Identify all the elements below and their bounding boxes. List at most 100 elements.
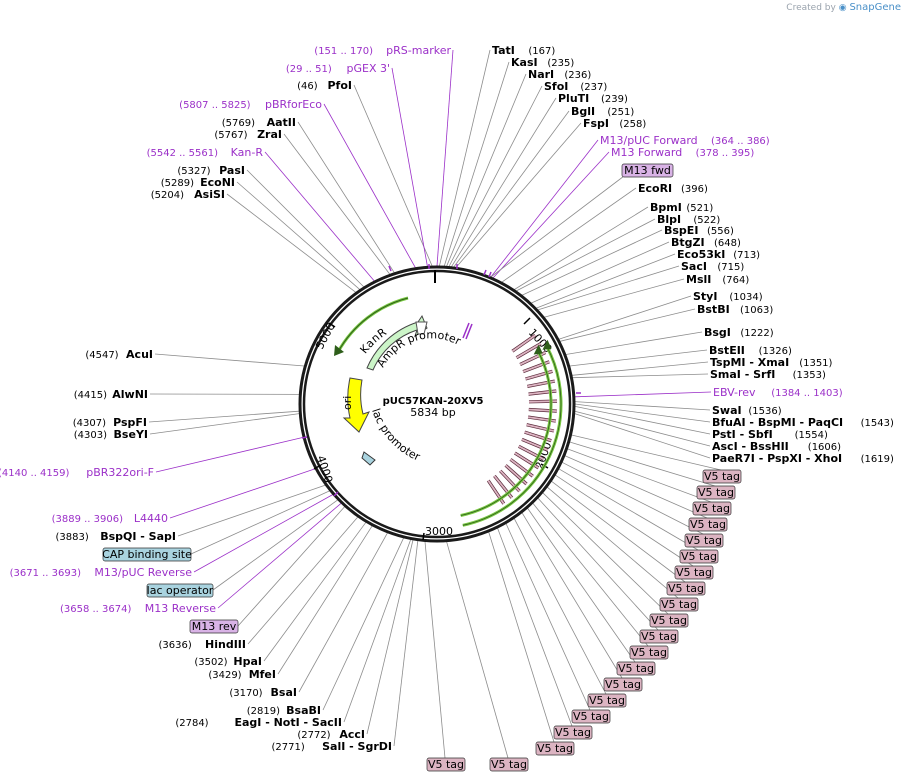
m13-rev-box [189,619,239,634]
kanr-green-arc-edge [337,297,409,353]
enzyme-swai-position: (1536) [748,406,781,417]
leader-enzyme-l-14 [298,532,388,693]
enzyme-eco53ki-position: (713) [733,250,760,261]
enzyme-styi-label: StyI [693,290,717,303]
leader-cap-binding-site-box [190,490,330,555]
leader-enzyme-r-1 [443,61,510,267]
enzyme-bfuai-position: (1543) [861,418,894,429]
enzyme-bsgi-label: BsgI [704,326,731,339]
v5-tag-text-11: V5 tag [631,646,667,659]
enzyme-eco53ki-label: Eco53kI [677,248,725,261]
m13-fwd-box-text: M13 fwd [624,164,671,177]
enzyme-tati-label: TatI [492,44,515,57]
v5-tag-box-6 [674,565,714,580]
leader-v5-tag-15 [505,523,591,711]
enzyme-asisi-label: AsiSI [194,188,225,201]
leader-enzyme-l-2 [283,133,391,275]
leader-enzyme-r-14 [544,278,685,318]
v5-tag-text-6: V5 tag [676,566,712,579]
leader-enzyme-r-5 [453,110,570,268]
leader-v5-tag-3 [564,455,708,519]
v5-tag-box-18 [426,757,466,772]
feature-pbr322ori-f-range: (4140 .. 4159) [0,468,69,479]
leader-v5-tag-5 [558,468,699,551]
enzyme-nari-label: NarI [528,68,554,81]
leader-v5-tag-14 [513,518,607,695]
ampr-promoter-arrow [415,321,428,335]
enzyme-aatii-label: AatII [267,116,296,129]
v5-tag-box-8 [659,597,699,612]
v5-tag-box-11 [629,645,669,660]
v5-tag-box-12 [616,661,656,676]
enzyme-fspi-position: (258) [619,119,646,130]
enzyme-smai-label: SmaI - SrfI [710,368,775,381]
enzyme-styi-position: (1034) [729,292,762,303]
feature-m13-forward-range: (378 .. 395) [696,148,755,159]
enzyme-hindiii-position: (3636) [159,640,192,651]
enzyme-asisi-position: (5204) [151,190,184,201]
kanr-arrow [366,314,428,371]
leader-enzyme-r-11 [530,241,670,304]
leader-v5-tag-0 [571,434,722,471]
enzyme-mfei-position: (3429) [208,670,241,681]
lac-operator-box-text: lac operator [147,584,214,597]
cap-binding-site-box-text: CAP binding site [102,548,192,561]
leader-v5-tag-19 [446,541,509,759]
enzyme-sali-position: (2771) [272,742,305,753]
enzyme-acci-label: AccI [339,728,365,741]
leader-enzyme-l-18 [393,540,419,747]
leader-pgex-3 [391,67,428,267]
leader-enzyme-r-24 [574,410,711,447]
enzyme-ecori-position: (396) [681,184,708,195]
enzyme-bsteii-label: BstEII [709,344,745,357]
leader-enzyme-l-17 [366,539,414,735]
leader-kan-r [264,151,375,282]
enzyme-bsteii-position: (1326) [759,346,792,357]
leader-v5-tag-10 [537,497,659,631]
credit-brand: SnapGene [849,2,901,13]
enzyme-bgli-label: BglI [571,105,595,118]
leader-enzyme-l-4 [236,181,361,290]
enzyme-zrai-label: ZraI [257,128,282,141]
feature-l4440-label: L4440 [134,512,168,525]
leader-v5-tag-9 [542,492,669,615]
v5-tag-box-2 [692,501,732,516]
lac-promoter-arrow [361,451,376,466]
leader-pbrforeco [323,103,416,268]
enzyme-bfuai-label: BfuAI - BspMI - PaqCI [712,416,843,429]
leader-l4440 [169,468,316,519]
enzyme-bsabi-position: (2819) [247,706,280,717]
v5-tag-text-8: V5 tag [661,598,697,611]
leader-enzyme-r-25 [574,413,711,459]
feature-prs-marker-label: pRS-marker [386,44,451,57]
enzyme-paer7i-label: PaeR7I - PspXI - XhoI [712,452,842,465]
leader-enzyme-r-16 [559,308,696,342]
enzyme-paer7i-position: (1619) [861,454,894,465]
leader-v5-tag-2 [567,448,712,503]
leader-enzyme-l-5 [226,193,357,293]
v5-tag-box-0 [702,469,742,484]
leader-enzyme-r-0 [439,49,491,267]
leader-enzyme-r-9 [516,218,656,292]
enzyme-msli-position: (764) [722,275,749,286]
enzyme-pspfi-label: PspFI [113,416,147,429]
credit-prefix: Created by [786,3,836,13]
enzyme-bspei-position: (556) [707,226,734,237]
leader-enzyme-l-13 [277,525,373,675]
leader-v5-tag-17 [488,531,555,743]
leader-enzyme-r-19 [571,361,709,376]
v5-tag-box-17 [535,741,575,756]
leader-enzyme-l-16 [343,539,412,723]
enzyme-asci-position: (1606) [808,442,841,453]
leader-m13-forward [492,151,610,279]
enzyme-alwni-label: AlwNI [112,388,148,401]
v5-tag-box-4 [684,533,724,548]
feature-m13-reverse-label: M13 Reverse [145,602,216,615]
v5-tag-text-5: V5 tag [681,550,717,563]
leader-enzyme-r-13 [537,265,680,311]
enzyme-bspqi-label: BspQI - SapI [100,530,176,543]
backbone-outer-ring [298,265,576,543]
enzyme-saci-position: (715) [717,262,744,273]
enzyme-saci-label: SacI [681,260,707,273]
